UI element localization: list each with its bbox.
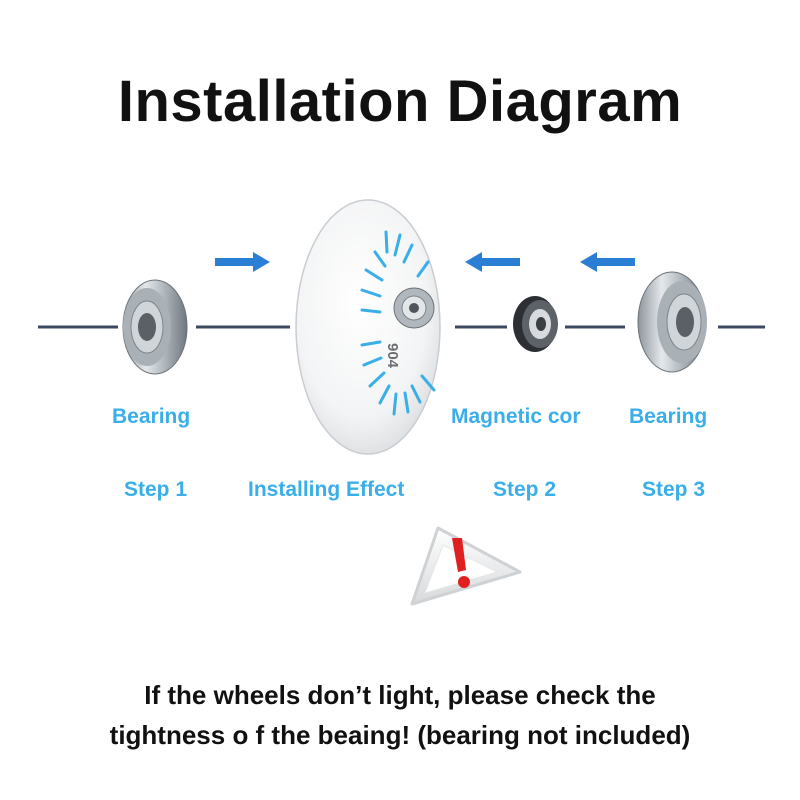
- warning-icon: [410, 526, 522, 606]
- arrow-right-icon: [215, 252, 270, 272]
- arrow-left-icon: [465, 252, 520, 272]
- label-step-3: Step 3: [642, 478, 706, 501]
- label-step-2: Step 2: [493, 478, 557, 501]
- bearing-left-icon: [122, 279, 188, 375]
- label-bearing-left: Bearing: [112, 405, 191, 428]
- note-line-2: tightness o f the beaing! (bearing not i…: [109, 720, 691, 750]
- arrow-left-icon: [580, 252, 635, 272]
- magnetic-core-icon: [513, 296, 558, 352]
- note-line-1: If the wheels don’t light, please check …: [144, 680, 656, 710]
- page-title: Installation Diagram: [117, 69, 683, 134]
- label-magnetic-core: Magnetic cor: [451, 405, 581, 428]
- bearing-right-icon: [637, 271, 707, 373]
- label-step-1: Step 1: [124, 478, 188, 501]
- wheel-icon: [295, 199, 441, 455]
- wheel-marking: 904: [384, 343, 401, 369]
- label-bearing-right: Bearing: [629, 405, 708, 428]
- label-installing-effect: Installing Effect: [248, 478, 405, 501]
